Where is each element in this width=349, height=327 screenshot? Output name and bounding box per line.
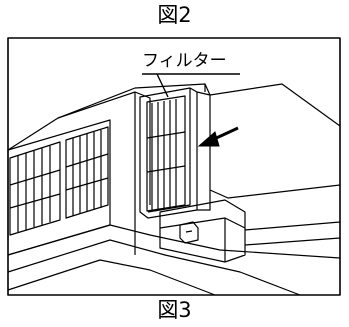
unit-panel-top <box>57 91 151 205</box>
filter-frame <box>139 87 198 219</box>
filter-grille <box>146 99 186 210</box>
latch-hook <box>179 221 199 244</box>
figure-caption-bottom: 図3 <box>157 298 192 322</box>
unit-outline-back <box>7 83 341 151</box>
unit-base <box>7 224 341 259</box>
grille-left <box>9 141 61 236</box>
latch-block <box>159 199 246 263</box>
arrow-icon <box>197 126 239 147</box>
filter-label: フィルター <box>142 51 227 71</box>
callout-leader <box>142 73 240 98</box>
grille-center <box>65 126 109 219</box>
figure-caption-top: 図2 <box>157 3 192 27</box>
